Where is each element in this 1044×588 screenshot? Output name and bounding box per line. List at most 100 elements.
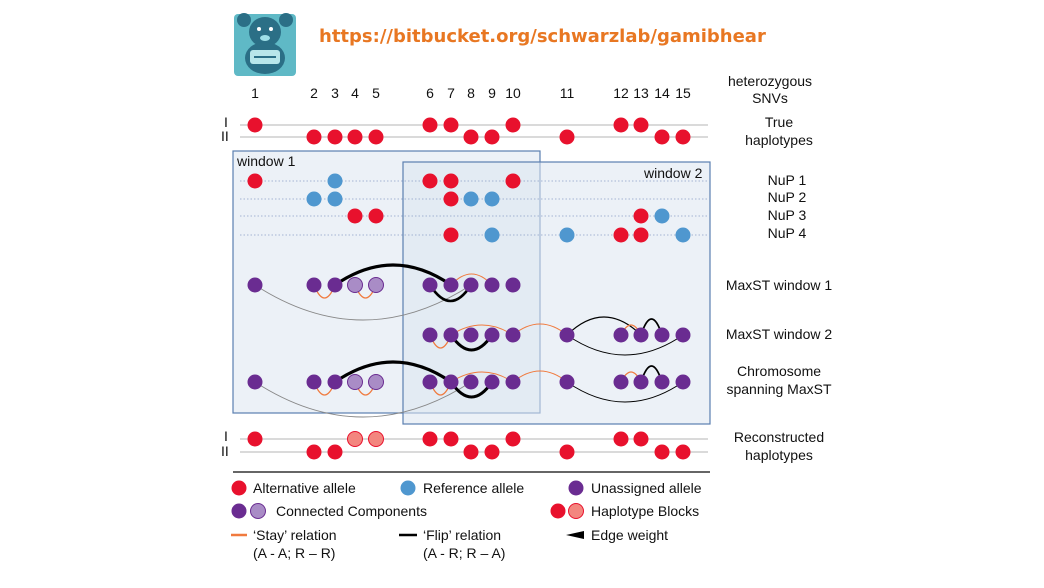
allele-dot [327, 173, 343, 189]
allele-dot [675, 444, 691, 460]
allele-dot [247, 173, 263, 189]
nup4-label: NuP 4 [768, 225, 807, 241]
legend-blocks-label: Haplotype Blocks [591, 503, 699, 519]
gamibhear-logo [234, 13, 296, 76]
allele-dot [443, 431, 459, 447]
allele-dot [463, 191, 479, 207]
allele-dot [368, 277, 384, 293]
snv-number: 11 [560, 85, 575, 101]
allele-dot [327, 374, 343, 390]
allele-dot [505, 277, 521, 293]
allele-dot [559, 374, 575, 390]
allele-dot [327, 129, 343, 145]
allele-dot [505, 173, 521, 189]
allele-dot [368, 208, 384, 224]
window-2-label: window 2 [643, 165, 703, 181]
allele-dot [484, 277, 500, 293]
recon-hap-mark-2: II [221, 443, 229, 459]
snv-number: 13 [633, 85, 649, 101]
allele-dot [247, 374, 263, 390]
maxst-window2-label: MaxST window 2 [726, 326, 833, 342]
legend: Alternative allele Reference allele Unas… [231, 480, 702, 561]
allele-dot [422, 277, 438, 293]
allele-dot [463, 444, 479, 460]
allele-dot [505, 327, 521, 343]
reconstructed-line2: haplotypes [745, 447, 813, 463]
allele-dot [347, 129, 363, 145]
legend-stay-sub: (A - A; R – R) [253, 545, 335, 561]
snv-number: 9 [488, 85, 496, 101]
chromosome-label-line1: Chromosome [737, 363, 821, 379]
allele-dot [443, 374, 459, 390]
allele-dot [347, 208, 363, 224]
allele-dot [327, 191, 343, 207]
allele-dot [247, 277, 263, 293]
allele-dot [463, 277, 479, 293]
allele-dot [368, 431, 384, 447]
snvs-label-line1: heterozygous [728, 73, 812, 89]
legend-cc-dot-light [250, 503, 266, 519]
allele-dot [675, 327, 691, 343]
snv-number: 6 [426, 85, 434, 101]
allele-dot [463, 374, 479, 390]
allele-dot [443, 227, 459, 243]
nup2-label: NuP 2 [768, 189, 807, 205]
graph-edge [566, 316, 642, 336]
allele-dot [463, 327, 479, 343]
true-haplotypes-line2: haplotypes [745, 132, 813, 148]
legend-alt-dot [231, 480, 247, 496]
snv-number: 14 [654, 85, 670, 101]
true-haplotypes-line1: True [765, 114, 793, 130]
allele-dot [463, 129, 479, 145]
allele-dot [347, 431, 363, 447]
graph-edge [254, 381, 472, 418]
legend-flip-sub: (A - R; R – A) [423, 545, 505, 561]
allele-dots [247, 117, 691, 460]
allele-dot [247, 117, 263, 133]
allele-dot [347, 374, 363, 390]
maxst-window1-label: MaxST window 1 [726, 277, 833, 293]
legend-cc-dot-dark [231, 503, 247, 519]
snv-number: 3 [331, 85, 339, 101]
graph-edge [333, 263, 453, 287]
snv-number: 15 [675, 85, 691, 101]
allele-dot [443, 117, 459, 133]
allele-dot [559, 129, 575, 145]
allele-dot [675, 129, 691, 145]
allele-dot [484, 227, 500, 243]
legend-ref-dot [400, 480, 416, 496]
allele-dot [654, 327, 670, 343]
allele-dot [443, 277, 459, 293]
snv-number: 10 [505, 85, 521, 101]
allele-dot [505, 374, 521, 390]
legend-ref-label: Reference allele [423, 480, 524, 496]
allele-dot [675, 374, 691, 390]
allele-dot [633, 208, 649, 224]
allele-dot [559, 227, 575, 243]
allele-dot [484, 191, 500, 207]
allele-dot [613, 374, 629, 390]
allele-dot [368, 129, 384, 145]
legend-block-dot-light [568, 503, 584, 519]
allele-dot [422, 431, 438, 447]
graph-edge [333, 360, 453, 384]
snvs-label-line2: SNVs [752, 90, 788, 106]
allele-dot [654, 374, 670, 390]
nup1-label: NuP 1 [768, 172, 807, 188]
allele-dot [347, 277, 363, 293]
allele-dot [654, 208, 670, 224]
graph-edge [566, 334, 684, 356]
repository-url[interactable]: https://bitbucket.org/schwarzlab/gamibhe… [319, 26, 766, 47]
allele-dot [505, 117, 521, 133]
snv-number: 5 [372, 85, 380, 101]
allele-dot [654, 129, 670, 145]
window-1-label: window 1 [236, 153, 296, 169]
allele-dot [484, 374, 500, 390]
legend-alt-label: Alternative allele [253, 480, 356, 496]
legend-connected-label: Connected Components [276, 503, 427, 519]
allele-dot [306, 444, 322, 460]
allele-dot [675, 227, 691, 243]
true-hap-mark-1: I [224, 114, 228, 130]
